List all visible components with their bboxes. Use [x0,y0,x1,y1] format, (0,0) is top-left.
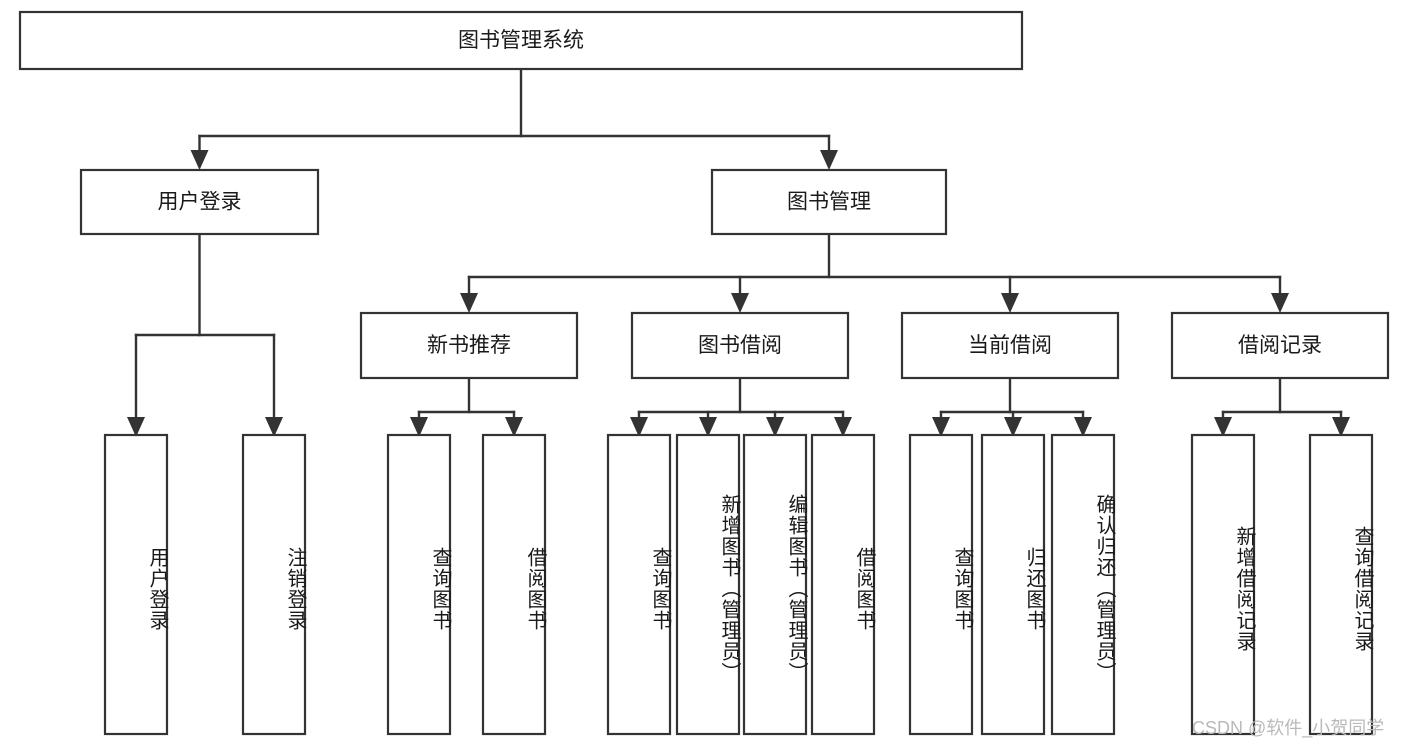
arrow-head [630,417,648,437]
node-box-borrow-record[interactable] [1170,311,1390,380]
node-box-current-borrow[interactable] [900,311,1120,380]
arrow-head [410,417,428,437]
node-box-leaf-add-book[interactable] [675,433,741,736]
node-label-borrow-record: 借阅记录 [1238,334,1322,357]
node-box-leaf-borrow-book-bor[interactable] [810,433,876,736]
node-box-book-borrow[interactable] [630,311,850,380]
node-box-new-book-rec[interactable] [359,311,579,380]
arrow-head [1001,293,1019,313]
boxes-layer [18,10,1390,736]
arrow-head [1004,417,1022,437]
node-box-leaf-user-logout[interactable] [241,433,307,736]
node-label-new-book-rec: 新书推荐 [427,334,511,357]
node-box-leaf-query-book-rec[interactable] [386,433,452,736]
node-box-leaf-query-book-cur[interactable] [908,433,974,736]
arrow-head [127,417,145,437]
node-box-leaf-query-book-bor[interactable] [606,433,672,736]
node-label-root: 图书管理系统 [458,29,584,52]
node-box-root[interactable] [18,10,1024,71]
node-label-user-login: 用户登录 [158,191,242,214]
node-box-leaf-borrow-book-rec[interactable] [481,433,547,736]
node-box-leaf-add-record[interactable] [1190,433,1256,736]
node-box-leaf-edit-book[interactable] [742,433,808,736]
arrow-head [190,150,209,170]
node-box-leaf-confirm-return[interactable] [1050,433,1116,736]
node-box-book-manage[interactable] [710,168,948,236]
arrow-head [834,417,852,437]
arrow-head [932,417,950,437]
arrow-head [1214,417,1232,437]
arrow-head [699,417,717,437]
node-box-leaf-return-book[interactable] [980,433,1046,736]
arrow-head [731,293,749,313]
arrow-head [766,417,784,437]
arrow-head [820,150,838,170]
arrow-head [460,293,478,313]
connectors-layer [127,67,1350,437]
arrow-head [265,417,283,437]
arrow-head [505,417,523,437]
node-label-current-borrow: 当前借阅 [968,334,1052,357]
arrow-head [1074,417,1092,437]
arrow-head [1332,417,1350,437]
node-box-leaf-query-record[interactable] [1308,433,1374,736]
csdn-watermark: CSDN @软件_小贺同学 [1192,718,1385,738]
node-box-leaf-user-login[interactable] [103,433,169,736]
arrow-head [1271,293,1289,313]
node-box-user-login[interactable] [79,168,320,236]
node-label-book-borrow: 图书借阅 [698,334,782,357]
node-label-book-manage: 图书管理 [787,191,871,214]
